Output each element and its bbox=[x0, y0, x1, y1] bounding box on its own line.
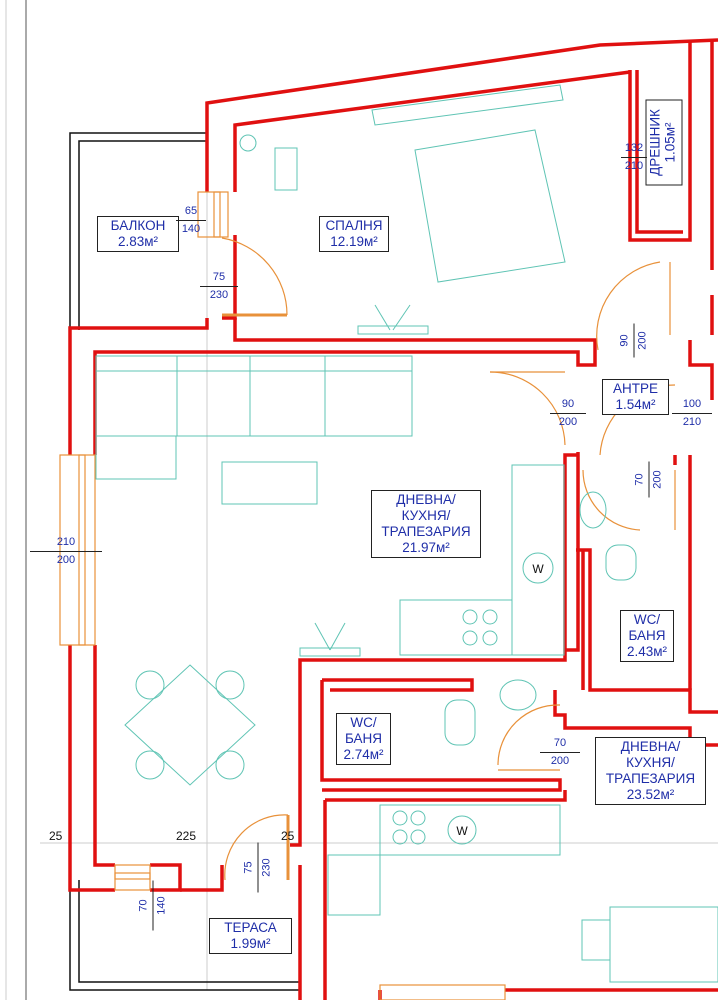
sofa bbox=[95, 355, 413, 437]
dim-height: 230 bbox=[257, 842, 276, 893]
room-name: ДРЕШНИК bbox=[647, 109, 663, 176]
bed bbox=[414, 129, 566, 283]
washer bbox=[522, 552, 554, 584]
dim-width: 132 bbox=[624, 142, 644, 154]
dim-width: 65 bbox=[184, 205, 198, 217]
sink bbox=[579, 491, 607, 529]
dim-width: 90 bbox=[618, 334, 631, 347]
room-area: 1.05м² bbox=[662, 122, 678, 163]
wall-dim: 25 bbox=[49, 829, 63, 843]
room-name-line: ДНЕВНА/ bbox=[620, 739, 681, 754]
kitchen-counter bbox=[511, 464, 565, 656]
dim-width: 70 bbox=[137, 899, 150, 912]
room-name: АНТРЕ bbox=[612, 381, 658, 396]
guide-lines bbox=[40, 150, 718, 990]
room-name: СПАЛНЯ bbox=[325, 218, 383, 233]
room-name-line: ТРАПЕЗАРИЯ bbox=[381, 524, 471, 539]
dim-width: 100 bbox=[682, 398, 702, 410]
room-area: 2.83м² bbox=[117, 234, 159, 249]
furniture bbox=[95, 84, 718, 983]
kitchen-counter-2 bbox=[379, 804, 561, 856]
dim-height: 200 bbox=[540, 752, 580, 770]
coffee-table bbox=[221, 461, 318, 505]
desk-chair bbox=[274, 147, 298, 191]
windows bbox=[59, 191, 506, 1000]
dim-width: 70 bbox=[553, 737, 567, 749]
wall-dim: 225 bbox=[176, 829, 197, 843]
room-name-line: WC/ bbox=[633, 612, 661, 627]
dim-height: 200 bbox=[648, 461, 667, 498]
dim-width: 75 bbox=[242, 861, 255, 874]
wall-dim: 25 bbox=[281, 829, 295, 843]
room-name-line: БАНЯ bbox=[628, 628, 666, 643]
room-area: 21.97м² bbox=[402, 540, 450, 555]
room-name: БАЛКОН bbox=[110, 218, 166, 233]
doors bbox=[221, 237, 676, 881]
dim-height: 200 bbox=[30, 551, 102, 569]
dim-height: 210 bbox=[621, 157, 647, 175]
dim-width: 210 bbox=[56, 536, 76, 548]
dim-height: 140 bbox=[152, 880, 171, 931]
walls bbox=[68, 38, 718, 1000]
room-area: 2.74м² bbox=[343, 747, 384, 762]
dining-table bbox=[124, 664, 256, 786]
dim-height: 200 bbox=[550, 413, 586, 431]
room-area: 1.54м² bbox=[615, 397, 656, 412]
room-area: 23.52м² bbox=[626, 787, 675, 802]
room-name-line: КУХНЯ/ bbox=[626, 755, 675, 770]
dim-height: 140 bbox=[176, 220, 206, 238]
dim-height: 210 bbox=[672, 413, 712, 431]
dim-width: 70 bbox=[633, 473, 646, 486]
dim-height: 230 bbox=[200, 286, 238, 304]
room-name-line: КУХНЯ/ bbox=[401, 508, 451, 523]
room-name-line: ДНЕВНА/ bbox=[396, 492, 456, 507]
dim-width: 75 bbox=[212, 271, 226, 283]
dim-height: 200 bbox=[633, 323, 652, 358]
room-area: 1.99м² bbox=[230, 936, 271, 951]
dim-width: 90 bbox=[561, 398, 575, 410]
toilet bbox=[605, 544, 637, 581]
washer-label-2: W bbox=[456, 824, 468, 838]
room-name-line: WC/ bbox=[350, 715, 377, 730]
railings bbox=[69, 132, 300, 991]
room-name-line: БАНЯ bbox=[344, 731, 383, 746]
washer-label: W bbox=[532, 562, 544, 576]
room-area: 12.19м² bbox=[330, 234, 378, 249]
room-name: ТЕРАСА bbox=[224, 920, 277, 935]
dining-table-2 bbox=[609, 906, 718, 983]
room-name-line: ТРАПЕЗАРИЯ bbox=[605, 771, 696, 786]
room-area: 2.43м² bbox=[626, 644, 668, 659]
